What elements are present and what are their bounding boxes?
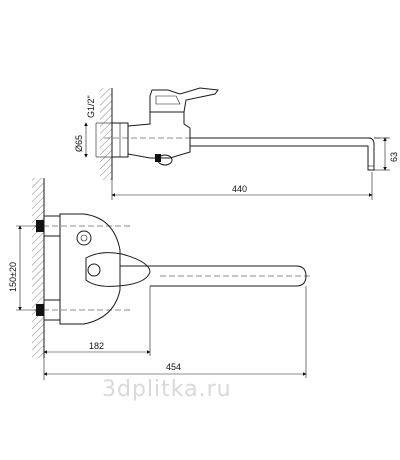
spout-side bbox=[190, 137, 375, 171]
top-view: 150±20 182 454 bbox=[8, 178, 312, 380]
wall-hatch-top bbox=[32, 178, 44, 358]
dim-flange-label: Ø65 bbox=[74, 135, 84, 152]
wall-hatch-side bbox=[100, 88, 112, 180]
dim-150-label: 150±20 bbox=[8, 262, 18, 292]
diverter-top bbox=[76, 230, 92, 246]
side-view: 440 63 G1/2" Ø65 bbox=[74, 87, 399, 200]
mixer-body bbox=[127, 111, 191, 159]
dim-182-label: 182 bbox=[89, 341, 104, 351]
dim-thread-label: G1/2" bbox=[86, 95, 96, 118]
lever-handle bbox=[149, 87, 219, 113]
dim-63-label: 63 bbox=[389, 152, 399, 162]
mixer-body-top bbox=[59, 213, 121, 325]
lever-top bbox=[85, 252, 151, 287]
dim-440-label: 440 bbox=[232, 184, 247, 194]
dim-454-label: 454 bbox=[166, 362, 181, 372]
watermark: 3dplitka.ru bbox=[102, 377, 232, 402]
